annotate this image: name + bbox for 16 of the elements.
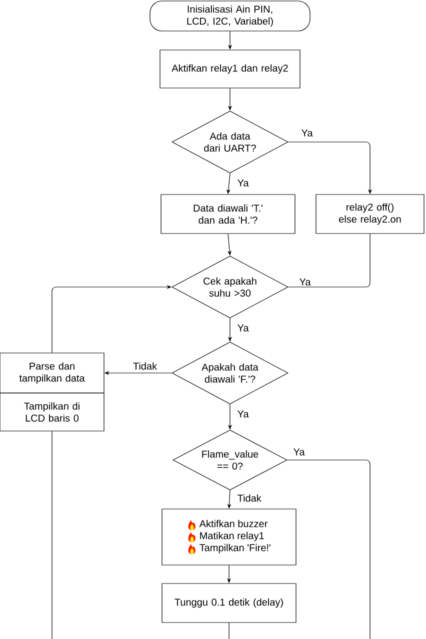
start-terminal: Inisialisasi Ain PIN, LCD, I2C, Variabel) [150,0,310,32]
edge-label: Ya [300,128,314,138]
edge-label: Ya [236,324,250,332]
process-box: Tampilkan di LCD baris 0 [0,392,104,432]
edge-label: Ya [236,410,250,418]
process-box: Aktifkan relay1 dan relay2 [160,50,300,88]
edge-label: Ya [298,278,312,286]
process-box: Tunggu 0.1 detik (delay) [162,583,296,623]
edge-label: Tidak [236,493,262,503]
process-box: relay2 off() else relay2.on [316,194,424,234]
process-box: Parse dan tampilkan data [0,352,104,394]
edge-label: Ya [292,448,306,456]
process-box: Data diawali 'T.' dan ada 'H.'? [160,194,296,234]
process-box: Aktifkan buzzer Matikan relay1 Tampilkan 'Fire!' [162,508,296,566]
edge-label: Tidak [132,361,158,371]
edge-label: Ya [236,178,250,188]
